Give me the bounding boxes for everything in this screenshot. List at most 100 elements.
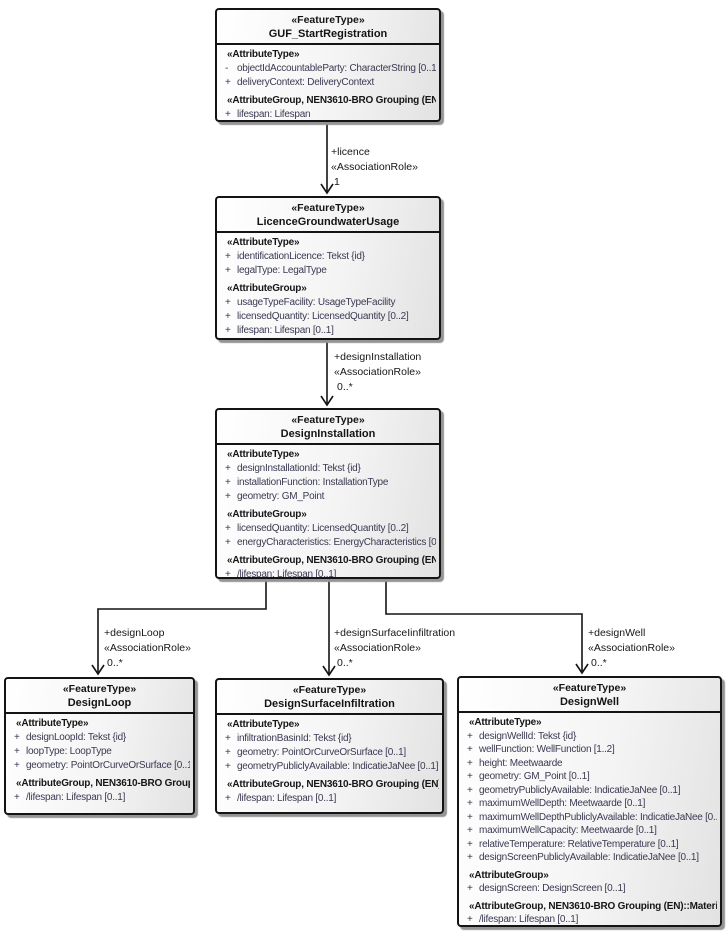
role-stereotype: «AssociationRole» bbox=[588, 642, 675, 654]
class-attributes: «AttributeType» +designLoopId: Tekst {id… bbox=[6, 714, 193, 808]
multiplicity: 0..* bbox=[591, 657, 607, 669]
attribute-text: objectIdAccountableParty: CharacterStrin… bbox=[237, 63, 436, 74]
class-box-design-well[interactable]: «FeatureType» DesignWell «AttributeType»… bbox=[457, 676, 722, 927]
class-stereotype: «FeatureType» bbox=[291, 202, 365, 214]
attribute-text: /lifespan: Lifespan [0..1] bbox=[237, 569, 337, 579]
attribute-row: +/lifespan: Lifespan [0..1] bbox=[459, 913, 717, 925]
attribute-row: +loopType: LoopType bbox=[6, 745, 190, 759]
attribute-text: geometry: GM_Point [0..1] bbox=[479, 771, 590, 782]
visibility: + bbox=[225, 311, 231, 322]
association-label-licence: +licence «AssociationRole» 1 bbox=[331, 145, 418, 190]
attribute-row: + usageTypeFacility: UsageTypeFacility bbox=[217, 296, 436, 310]
attribute-text: lifespan: Lifespan [0..1] bbox=[237, 325, 334, 336]
attribute-row: +/lifespan: Lifespan [0..1] bbox=[217, 568, 436, 579]
visibility: + bbox=[467, 730, 473, 742]
visibility: + bbox=[225, 537, 231, 548]
visibility: + bbox=[467, 825, 473, 836]
attribute-row: +geometry: GM_Point [0..1] bbox=[459, 770, 717, 784]
class-name: DesignWell bbox=[559, 696, 620, 708]
attribute-text: /lifespan: Lifespan [0..1] bbox=[237, 793, 337, 804]
class-title: «FeatureType» GUF_StartRegistration bbox=[217, 10, 439, 45]
attribute-row: +designInstallationId: Tekst {id} bbox=[217, 462, 436, 476]
visibility: + bbox=[467, 852, 473, 863]
arrowhead-icon bbox=[320, 395, 334, 407]
multiplicity: 0..* bbox=[337, 657, 353, 669]
association-label-design-loop: +designLoop «AssociationRole» 0..* bbox=[104, 626, 191, 671]
attribute-row: + maximumWellDepthPubliclyAvailable: Indi… bbox=[459, 811, 717, 825]
attribute-text: maximumWellDepthPubliclyAvailable: Indic… bbox=[479, 811, 717, 823]
attribute-text: licensedQuantity: LicensedQuantity [0..2… bbox=[237, 523, 409, 534]
role-name: +designWell bbox=[588, 627, 646, 639]
attribute-text: geometry: PointOrCurveOrSurface [0..1] bbox=[26, 760, 190, 771]
attribute-text: geometryPubliclyAvailable: IndicatieJaNe… bbox=[237, 761, 439, 772]
attribute-text: deliveryContext: DeliveryContext bbox=[237, 77, 375, 88]
attribute-text: maximumWellDepth: Meetwaarde [0..1] bbox=[479, 798, 646, 809]
attribute-text: lifespan: Lifespan bbox=[237, 109, 311, 120]
visibility: + bbox=[14, 760, 20, 771]
section-header: «AttributeGroup» bbox=[227, 283, 307, 294]
class-stereotype: «FeatureType» bbox=[291, 414, 365, 426]
role-stereotype: «AssociationRole» bbox=[334, 366, 421, 378]
visibility: + bbox=[467, 883, 473, 894]
attribute-text: designLoopId: Tekst {id} bbox=[26, 732, 127, 743]
visibility: + bbox=[225, 109, 231, 120]
attribute-text: usageTypeFacility: UsageTypeFacility bbox=[237, 297, 396, 308]
visibility: + bbox=[467, 798, 473, 809]
class-name: DesignLoop bbox=[67, 697, 132, 709]
attribute-row: + licensedQuantity: LicensedQuantity [0..… bbox=[217, 310, 436, 324]
visibility: + bbox=[225, 297, 231, 308]
visibility: + bbox=[467, 838, 473, 850]
association-label-design-well: +designWell «AssociationRole» 0..* bbox=[588, 626, 675, 671]
class-name: LicenceGroundwaterUsage bbox=[256, 216, 400, 228]
attribute-text: geometry: GM_Point bbox=[237, 491, 325, 502]
class-title: «FeatureType» DesignInstallation bbox=[217, 410, 439, 445]
attribute-text: licensedQuantity: LicensedQuantity [0..2… bbox=[237, 311, 409, 322]
multiplicity: 0..* bbox=[107, 657, 123, 669]
class-box-design-surface-infiltration[interactable]: «FeatureType» DesignSurfaceInfiltration … bbox=[215, 678, 444, 814]
attribute-text: /lifespan: Lifespan [0..1] bbox=[26, 792, 126, 803]
visibility: + bbox=[225, 793, 231, 804]
attribute-text: designWellId: Tekst {id} bbox=[479, 730, 577, 742]
section-header: «AttributeType» bbox=[227, 49, 300, 60]
class-box-guf-startregistration[interactable]: «FeatureType» GUF_StartRegistration «Att… bbox=[215, 8, 441, 122]
arrowhead-icon bbox=[575, 663, 589, 675]
section-header: «AttributeGroup, NEN3610-BRO Grouping (E… bbox=[227, 95, 436, 106]
visibility: + bbox=[467, 811, 473, 823]
visibility: + bbox=[225, 491, 231, 502]
attribute-row: +installationFunction: InstallationType bbox=[217, 476, 436, 490]
class-title: «FeatureType» LicenceGroundwaterUsage bbox=[217, 198, 439, 233]
role-stereotype: «AssociationRole» bbox=[334, 642, 421, 654]
section-header: «AttributeType» bbox=[469, 717, 542, 728]
class-title: «FeatureType» DesignSurfaceInfiltration bbox=[217, 680, 442, 715]
multiplicity: 0..* bbox=[337, 381, 353, 393]
section-header: «AttributeGroup, NEN3610-BRO Grouping (E… bbox=[227, 779, 439, 790]
visibility: + bbox=[14, 792, 20, 803]
class-box-licence-groundwater-usage[interactable]: «FeatureType» LicenceGroundwaterUsage «A… bbox=[215, 196, 441, 340]
visibility: + bbox=[467, 757, 473, 769]
attribute-text: geometryPubliclyAvailable: IndicatieJaNe… bbox=[479, 784, 681, 796]
visibility: + bbox=[467, 744, 473, 755]
attribute-text: height: Meetwaarde bbox=[479, 757, 563, 769]
attribute-row: -objectIdAccountableParty: CharacterStri… bbox=[217, 62, 436, 76]
attribute-row: +identificationLicence: Tekst {id} bbox=[217, 250, 436, 264]
attribute-text: designScreen: DesignScreen [0..1] bbox=[479, 883, 626, 894]
class-title: «FeatureType» DesignLoop bbox=[6, 679, 193, 714]
attribute-text: relativeTemperature: RelativeTemperature… bbox=[479, 838, 679, 850]
role-name: +designInstallation bbox=[334, 351, 422, 363]
attribute-row: + lifespan: Lifespan bbox=[217, 108, 436, 120]
attribute-row: +designLoopId: Tekst {id} bbox=[6, 731, 190, 745]
attribute-row: + /lifespan: Lifespan [0..1] bbox=[6, 791, 190, 805]
attribute-row: + designScreen: DesignScreen [0..1] bbox=[459, 882, 717, 896]
attribute-text: legalType: LegalType bbox=[237, 265, 327, 276]
class-stereotype: «FeatureType» bbox=[552, 682, 627, 694]
section-header: «AttributeType» bbox=[227, 719, 300, 730]
visibility: + bbox=[225, 747, 231, 758]
class-name: DesignSurfaceInfiltration bbox=[264, 698, 395, 710]
visibility: + bbox=[225, 251, 231, 262]
class-box-design-loop[interactable]: «FeatureType» DesignLoop «AttributeType»… bbox=[4, 677, 195, 815]
attribute-row: +geometry: PointOrCurveOrSurface [0..1] bbox=[217, 746, 439, 760]
attribute-row: +lifespan: Lifespan [0..1] bbox=[217, 324, 436, 338]
multiplicity: 1 bbox=[334, 176, 340, 188]
class-box-design-installation[interactable]: «FeatureType» DesignInstallation «Attrib… bbox=[215, 408, 441, 579]
visibility: + bbox=[225, 77, 231, 88]
